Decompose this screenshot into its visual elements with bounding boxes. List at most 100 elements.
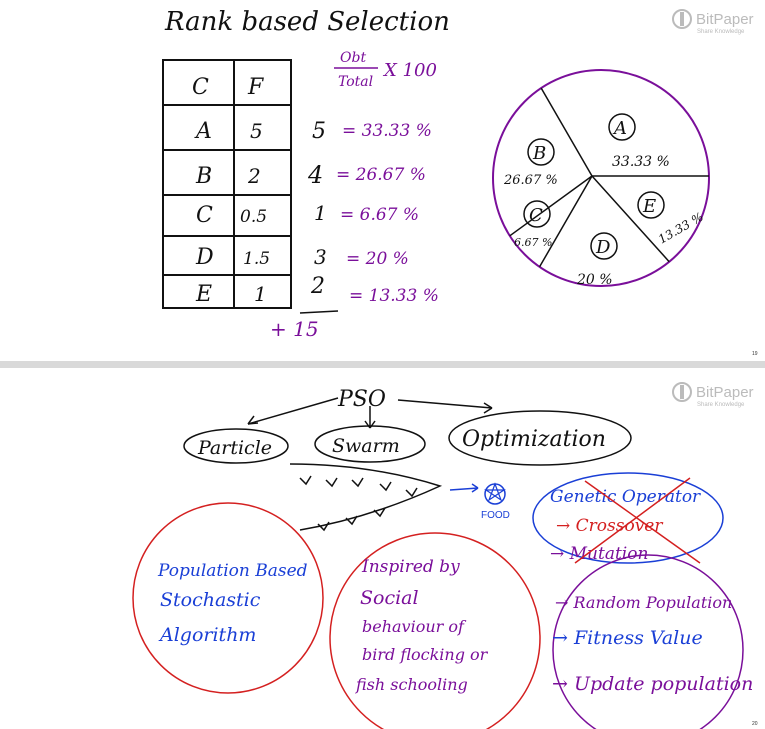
page-19-canvas: Rank based Selection BitPaper Share Know… [162,7,758,357]
bitpaper-logo: BitPaper Share Knowledge [672,9,754,35]
rank-value: 3 [314,245,327,269]
page-20: BitPaper Share Knowledge PSO Particle Sw… [0,368,765,729]
definition-line: Population Based [157,561,308,581]
bitpaper-logo: BitPaper Share Knowledge [672,382,754,408]
definition-line: Stochastic [160,589,261,611]
inspiration-line: fish schooling [355,675,468,694]
rank-value: 1 [314,201,327,225]
rank-percent: = 13.33 % [349,286,439,306]
pie-label: D [595,237,611,258]
formula: Obt Total X 100 [334,50,437,90]
rank-value: 5 [312,119,326,144]
inspiration-line: behaviour of [362,617,467,636]
optimization-ellipse [448,410,632,466]
logo-name: BitPaper [696,384,754,401]
rank-percent: = 6.67 % [340,205,419,225]
pie-slice-boundary [509,175,593,237]
inspiration-line: Inspired by [361,557,460,577]
rank-list: 5 = 33.33 % 4 = 26.67 % 1 = 6.67 % 3 = 2… [270,119,439,341]
table-cell: 1 [254,282,267,306]
red-circle-inspiration: Inspired by Social behaviour of bird flo… [329,532,541,729]
branch-particle: Particle [197,437,272,459]
pie-slice-boundary [591,175,670,263]
rank-total: + 15 [270,317,319,341]
page-title: Rank based Selection [164,7,450,37]
pie-label: E [642,196,656,217]
formula-denominator: Total [338,74,373,90]
inspiration-line: bird flocking or [362,645,489,664]
pie-percent: 26.67 % [503,173,558,188]
cross-out-mark [574,477,701,564]
branch-optimization: Optimization [462,427,606,452]
table-header-f: F [247,75,264,100]
table-cell: B [195,164,212,189]
page-number: 20 [752,721,758,727]
food-icon [484,482,506,505]
rank-value: 4 [307,161,323,189]
bird-icon [373,507,386,518]
bird-flock [289,463,443,532]
bird-icon [379,481,392,492]
bitpaper-logo-icon [672,382,692,402]
pso-steps-group: → Random Population → Fitness Value → Up… [552,554,753,729]
page-divider [0,361,765,368]
bird-icon [345,515,358,526]
page-20-canvas: BitPaper Share Knowledge PSO Particle Sw… [132,382,758,729]
table-cell: C [196,203,213,228]
bird-icon [351,477,364,488]
page-19: Rank based Selection BitPaper Share Know… [0,0,765,361]
genetic-operator-group: Genetic Operator → Crossover → Mutation [532,472,724,564]
fitness-table: C F A 5 B 2 C 0.5 D 1.5 E 1 [162,59,292,309]
pso-step: → Update population [552,673,753,695]
rank-percent: = 20 % [346,249,409,269]
pso-step: → Fitness Value [552,627,703,649]
table-cell: A [194,119,212,144]
rank-percent: = 33.33 % [342,121,432,141]
bitpaper-logo-icon [672,9,692,29]
pie-label-ring [637,191,665,219]
pie-slice-boundary [538,175,593,268]
pie-percent: 20 % [576,272,613,288]
bird-icon [325,477,338,488]
genetic-mutation: → Mutation [550,544,648,564]
pie-label-ring [608,113,636,141]
pie-outline [492,69,710,287]
pso-title: PSO [337,387,386,412]
pso-arrows [247,397,493,429]
bird-icon [317,521,330,532]
branch-swarm: Swarm [332,435,400,457]
table-cell: 0.5 [240,207,267,227]
pie-percent: 6.67 % [514,236,552,249]
rank-percent: = 26.67 % [336,165,426,185]
table-cell: 2 [247,164,261,188]
pie-label: A [612,118,627,139]
pie-percent: 33.33 % [612,154,670,170]
rank-pie-chart: A 33.33 % B 26.67 % C 6.67 % D 20 % E 13… [492,69,710,288]
table-cell: 1.5 [243,249,270,269]
formula-numerator: Obt [340,50,366,66]
pie-label-ring [523,200,551,228]
logo-tagline: Share Knowledge [697,29,745,35]
red-circle-definition: Population Based Stochastic Algorithm [132,502,324,694]
rank-value: 2 [310,274,325,299]
pso-step: → Random Population [555,593,732,612]
pie-label: C [529,205,543,226]
bird-icon [405,487,418,498]
formula-multiplier: X 100 [382,60,437,81]
table-cell: 5 [250,119,263,143]
genetic-crossover: → Crossover [556,516,663,536]
bird-icon [299,475,312,486]
table-cell: E [195,282,212,307]
definition-line: Algorithm [158,624,256,646]
inspiration-line: Social [360,587,419,609]
pie-percent: 13.33 % [656,210,706,247]
logo-tagline: Share Knowledge [697,402,745,408]
particle-ellipse [183,428,289,464]
logo-name: BitPaper [696,11,754,28]
food-label: FOOD [481,510,510,521]
food-arrow [449,487,479,491]
pie-label-ring [527,138,555,166]
pie-label-ring [590,232,618,260]
page-number: 19 [752,351,758,357]
table-cell: D [195,245,214,270]
